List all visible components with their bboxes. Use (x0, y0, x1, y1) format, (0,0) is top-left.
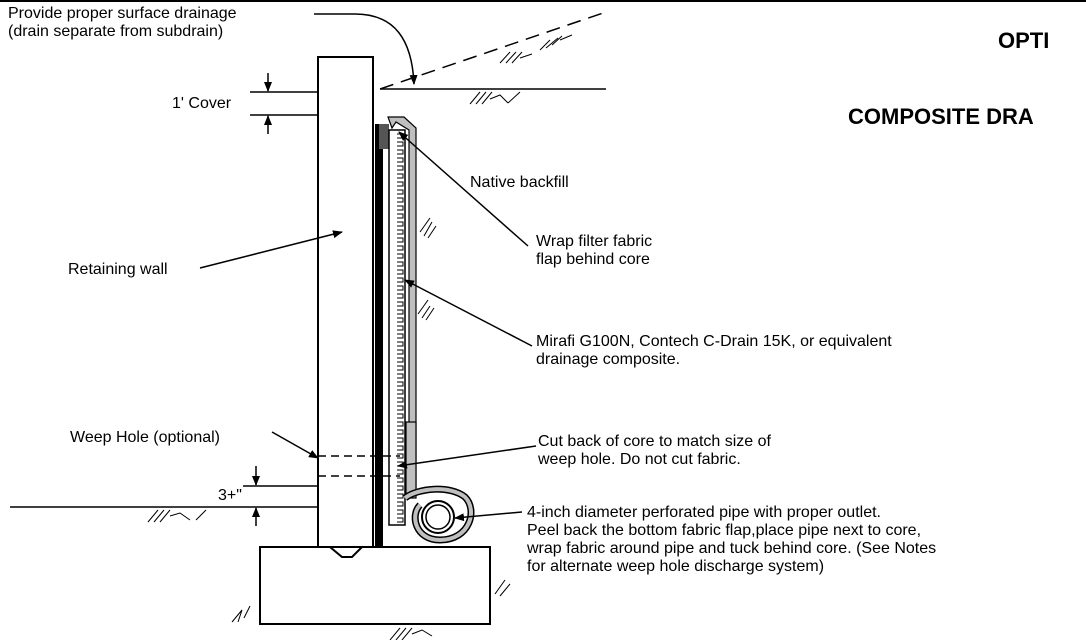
cut-back-label-2: weep hole. Do not cut fabric. (537, 451, 741, 468)
pipe-label-1: 4-inch diameter perforated pipe with pro… (527, 504, 881, 521)
weep-hole-label: Weep Hole (optional) (70, 429, 220, 446)
weep-hole (318, 455, 400, 477)
three-plus-label: 3+" (218, 487, 242, 504)
composite-label-1: Mirafi G100N, Contech C-Drain 15K, or eq… (536, 333, 892, 350)
ground-lines (10, 11, 607, 508)
soil-hatching (147, 34, 573, 640)
wrap-filter-label-1: Wrap filter fabric (536, 233, 652, 250)
title-line-2: COMPOSITE DRA (848, 104, 1034, 129)
leader-lines (199, 13, 537, 522)
composite-label-2: drainage composite. (536, 351, 680, 368)
surface-drainage-label-1: Provide proper surface drainage (8, 5, 237, 22)
wall-stem (317, 56, 374, 548)
cut-back-label-1: Cut back of core to match size of (538, 433, 772, 450)
title-line-1: OPTI (998, 28, 1049, 53)
wall-back-strip (375, 124, 383, 546)
cover-dimension (250, 73, 318, 134)
drainage-composite (387, 116, 417, 526)
native-backfill-label: Native backfill (470, 174, 569, 191)
perforated-pipe (402, 485, 475, 544)
pipe-label-4: for alternate weep hole discharge system… (527, 558, 824, 575)
surface-drainage-label-2: (drain separate from subdrain) (8, 23, 223, 40)
pipe-label-3: wrap fabric around pipe and tuck behind … (526, 540, 936, 557)
retaining-wall-label: Retaining wall (68, 261, 168, 278)
three-inch-dimension (243, 466, 318, 526)
pipe-label-2: Peel back the bottom fabric flap,place p… (527, 522, 921, 539)
top-clamp (379, 124, 389, 149)
footing (259, 546, 491, 625)
cover-label: 1' Cover (172, 95, 232, 112)
wrap-filter-label-2: flap behind core (536, 251, 650, 268)
